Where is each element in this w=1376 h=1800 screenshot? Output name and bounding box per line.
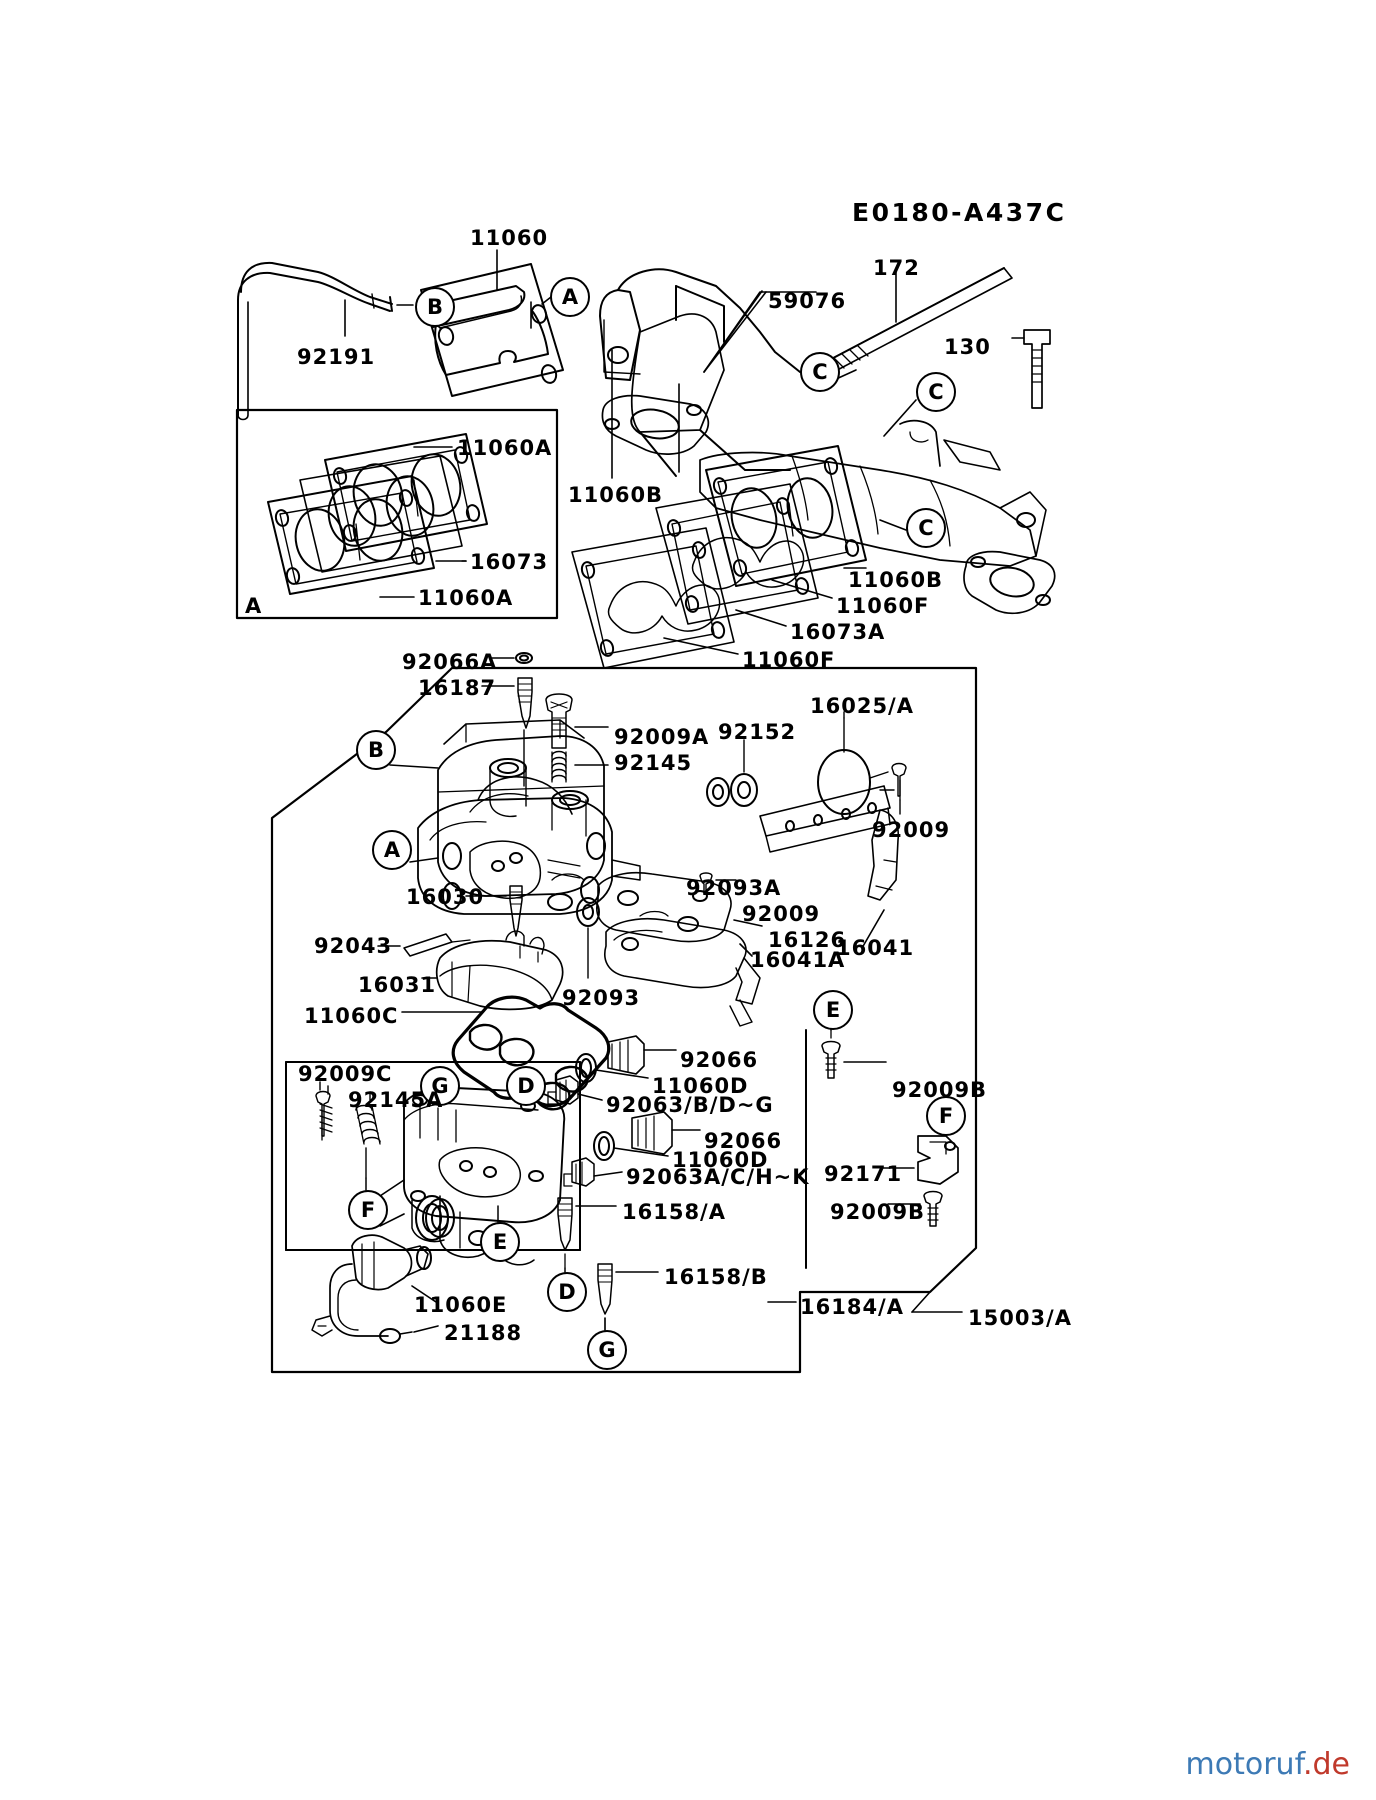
part-label-92171[interactable]: 92171	[824, 1162, 903, 1186]
part-label-92066A[interactable]: 92066A	[402, 650, 498, 674]
part-label-21188[interactable]: 21188	[444, 1321, 523, 1345]
site-watermark: motoruf.de	[1185, 1747, 1350, 1782]
callout-bubble-d-plug[interactable]: D	[506, 1066, 546, 1106]
part-label-92009C[interactable]: 92009C	[298, 1062, 393, 1086]
callout-bubble-e-float[interactable]: E	[480, 1222, 520, 1262]
callout-bubble-f-bracket[interactable]: F	[926, 1096, 966, 1136]
part-label-15003-A[interactable]: 15003/A	[968, 1306, 1072, 1330]
part-label-92066[interactable]: 92066	[680, 1048, 759, 1072]
part-label-92145[interactable]: 92145	[614, 751, 693, 775]
part-label-16126[interactable]: 16126	[768, 928, 847, 952]
part-label-92009[interactable]: 92009	[872, 818, 951, 842]
diagram-code-title: E0180-A437C	[852, 198, 1067, 227]
part-label-59076[interactable]: 59076	[768, 289, 847, 313]
part-label-16041A[interactable]: 16041A	[750, 948, 846, 972]
part-label-92009B[interactable]: 92009B	[830, 1200, 926, 1224]
part-label-16030[interactable]: 16030	[406, 885, 485, 909]
callout-bubble-a-top-gasket[interactable]: A	[550, 277, 590, 317]
part-label-92063-B-D-G[interactable]: 92063/B/D~G	[606, 1093, 774, 1117]
part-label-16025-A[interactable]: 16025/A	[810, 694, 914, 718]
part-label-11060C[interactable]: 11060C	[304, 1004, 399, 1028]
callout-bubble-c-manifold-lower[interactable]: C	[906, 508, 946, 548]
part-label-11060F[interactable]: 11060F	[836, 594, 930, 618]
part-label-92009A[interactable]: 92009A	[614, 725, 710, 749]
callout-bubble-c-bolt-172[interactable]: C	[800, 352, 840, 392]
callout-bubble-d-jet-lower[interactable]: D	[547, 1272, 587, 1312]
part-label-16187[interactable]: 16187	[418, 676, 497, 700]
part-label-92063A-C-H-K[interactable]: 92063A/C/H~K	[626, 1165, 810, 1189]
part-label-92093A[interactable]: 92093A	[686, 876, 782, 900]
inset-box-label: A	[245, 594, 262, 618]
part-label-16041[interactable]: 16041	[836, 936, 915, 960]
part-label-16031[interactable]: 16031	[358, 973, 437, 997]
part-label-92152[interactable]: 92152	[718, 720, 797, 744]
callout-bubble-f-spring-left[interactable]: F	[348, 1190, 388, 1230]
callout-bubble-e-screw[interactable]: E	[813, 990, 853, 1030]
part-label-92145A[interactable]: 92145A	[348, 1088, 444, 1112]
part-label-16184-A[interactable]: 16184/A	[800, 1295, 904, 1319]
part-label-11060B[interactable]: 11060B	[568, 483, 664, 507]
part-label-16158-B[interactable]: 16158/B	[664, 1265, 768, 1289]
part-label-11060D[interactable]: 11060D	[672, 1148, 769, 1172]
part-label-92043[interactable]: 92043	[314, 934, 393, 958]
part-label-130[interactable]: 130	[944, 335, 991, 359]
part-label-11060[interactable]: 11060	[470, 226, 549, 250]
part-label-11060F[interactable]: 11060F	[742, 648, 836, 672]
part-label-16073A[interactable]: 16073A	[790, 620, 886, 644]
callout-bubble-b-carb-body[interactable]: B	[356, 730, 396, 770]
part-label-11060B[interactable]: 11060B	[848, 568, 944, 592]
callout-bubble-g-jet-lower[interactable]: G	[587, 1330, 627, 1370]
part-label-92066[interactable]: 92066	[704, 1129, 783, 1153]
callout-bubble-a-carb-body[interactable]: A	[372, 830, 412, 870]
callout-bubble-c-manifold-upper[interactable]: C	[916, 372, 956, 412]
part-label-172[interactable]: 172	[873, 256, 920, 280]
part-label-11060A[interactable]: 11060A	[457, 436, 553, 460]
part-label-16073[interactable]: 16073	[470, 550, 549, 574]
part-label-11060D[interactable]: 11060D	[652, 1074, 749, 1098]
part-label-92093[interactable]: 92093	[562, 986, 641, 1010]
part-label-16158-A[interactable]: 16158/A	[622, 1200, 726, 1224]
part-label-92191[interactable]: 92191	[297, 345, 376, 369]
part-label-11060E[interactable]: 11060E	[414, 1293, 508, 1317]
part-label-11060A[interactable]: 11060A	[418, 586, 514, 610]
callout-bubble-b-top-hose[interactable]: B	[415, 287, 455, 327]
part-label-92009[interactable]: 92009	[742, 902, 821, 926]
callout-bubble-g-spring[interactable]: G	[420, 1066, 460, 1106]
part-label-92009B[interactable]: 92009B	[892, 1078, 988, 1102]
